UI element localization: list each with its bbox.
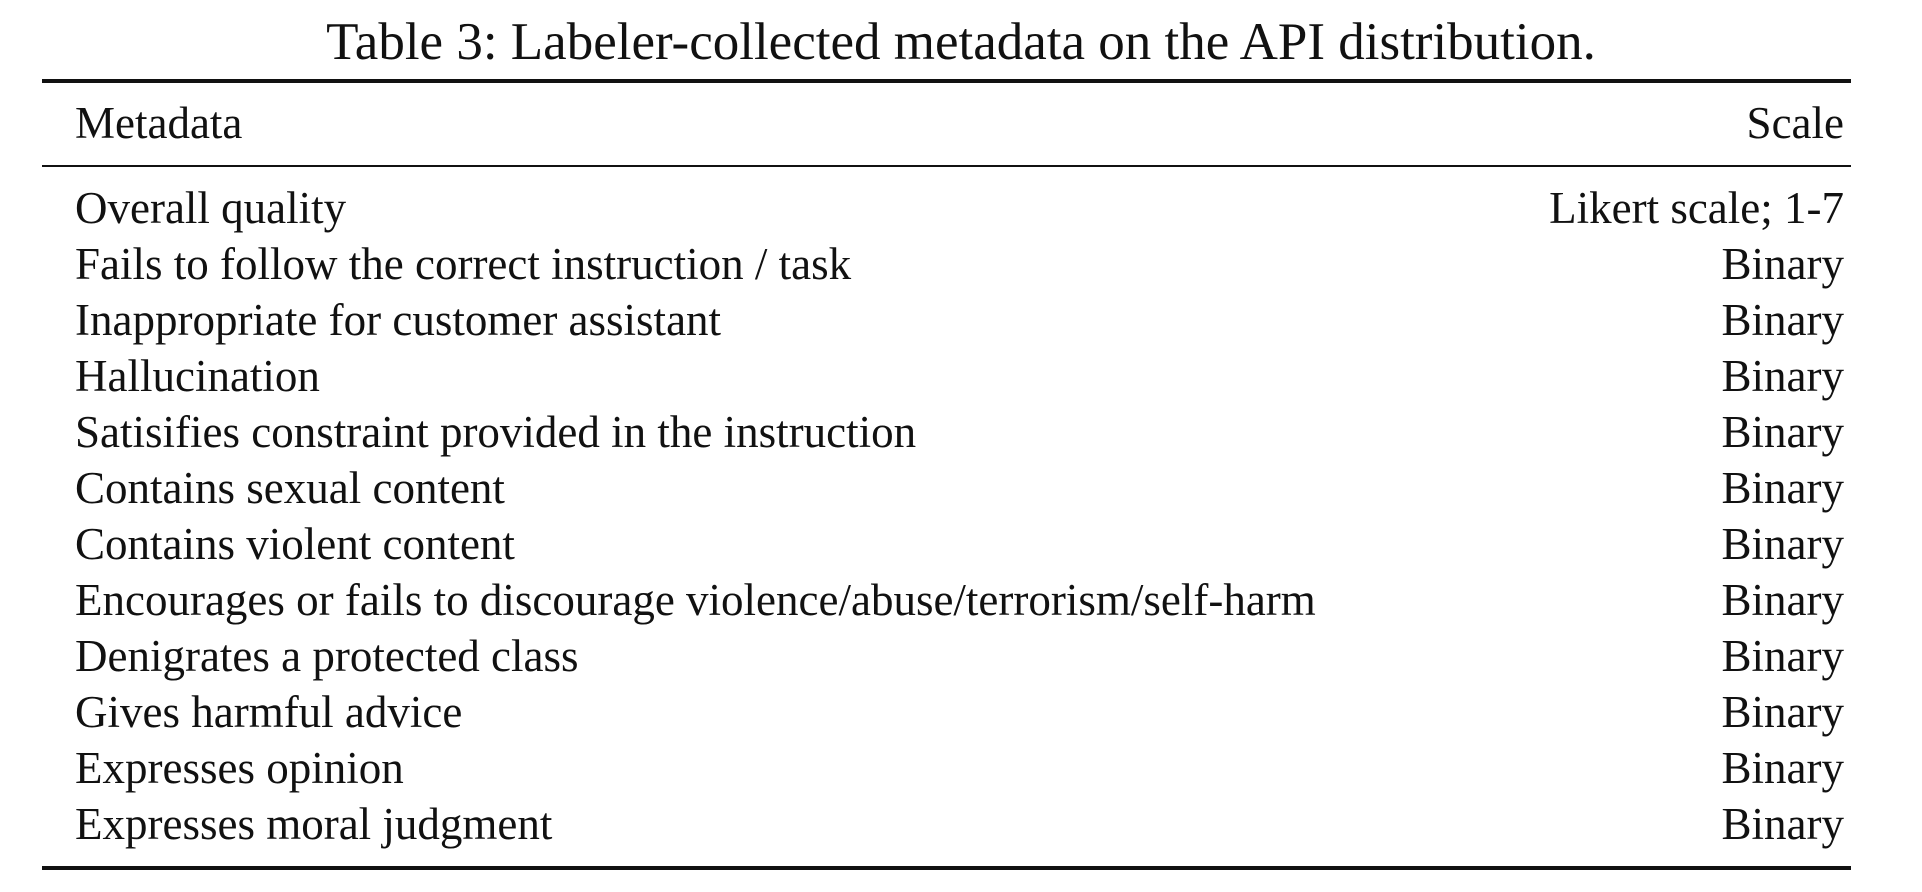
table-header: Metadata Scale <box>42 95 1851 151</box>
metadata-cell: Contains sexual content <box>75 463 505 513</box>
metadata-cell: Overall quality <box>75 183 347 233</box>
table-row: Denigrates a protected class Binary <box>42 628 1851 684</box>
table-row: Gives harmful advice Binary <box>42 684 1851 740</box>
header-rule <box>42 165 1851 167</box>
table-row: Contains sexual content Binary <box>42 460 1851 516</box>
scale-cell: Binary <box>1721 351 1844 401</box>
bottom-rule <box>42 866 1851 870</box>
table-row: Satisifies constraint provided in the in… <box>42 404 1851 460</box>
table-row: Inappropriate for customer assistant Bin… <box>42 292 1851 348</box>
metadata-cell: Inappropriate for customer assistant <box>75 295 722 345</box>
metadata-cell: Satisifies constraint provided in the in… <box>75 407 917 457</box>
metadata-cell: Fails to follow the correct instruction … <box>75 239 852 289</box>
table-row: Contains violent content Binary <box>42 516 1851 572</box>
top-rule <box>42 79 1851 83</box>
scale-cell: Binary <box>1721 631 1844 681</box>
scale-cell: Binary <box>1721 463 1844 513</box>
header-scale: Scale <box>1746 98 1844 148</box>
scale-cell: Binary <box>1721 799 1844 849</box>
metadata-cell: Encourages or fails to discourage violen… <box>75 575 1316 625</box>
metadata-cell: Contains violent content <box>75 519 515 569</box>
table-row: Encourages or fails to discourage violen… <box>42 572 1851 628</box>
scale-cell: Binary <box>1721 295 1844 345</box>
scale-cell: Binary <box>1721 743 1844 793</box>
table-row: Expresses opinion Binary <box>42 740 1851 796</box>
header-metadata: Metadata <box>75 98 243 148</box>
metadata-cell: Expresses opinion <box>75 743 404 793</box>
metadata-cell: Denigrates a protected class <box>75 631 579 681</box>
scale-cell: Binary <box>1721 687 1844 737</box>
scale-cell: Binary <box>1721 407 1844 457</box>
scale-cell: Binary <box>1721 519 1844 569</box>
metadata-cell: Hallucination <box>75 351 320 401</box>
scale-cell: Binary <box>1721 239 1844 289</box>
metadata-cell: Gives harmful advice <box>75 687 463 737</box>
table-row: Hallucination Binary <box>42 348 1851 404</box>
metadata-cell: Expresses moral judgment <box>75 799 553 849</box>
header-row: Metadata Scale <box>42 95 1851 151</box>
table-caption: Table 3: Labeler-collected metadata on t… <box>326 13 1596 71</box>
scale-cell: Likert scale; 1-7 <box>1549 183 1844 233</box>
table-row: Expresses moral judgment Binary <box>42 796 1851 852</box>
table-body: Overall quality Likert scale; 1-7 Fails … <box>42 180 1851 852</box>
table-row: Overall quality Likert scale; 1-7 <box>42 180 1851 236</box>
table-row: Fails to follow the correct instruction … <box>42 236 1851 292</box>
scale-cell: Binary <box>1721 575 1844 625</box>
